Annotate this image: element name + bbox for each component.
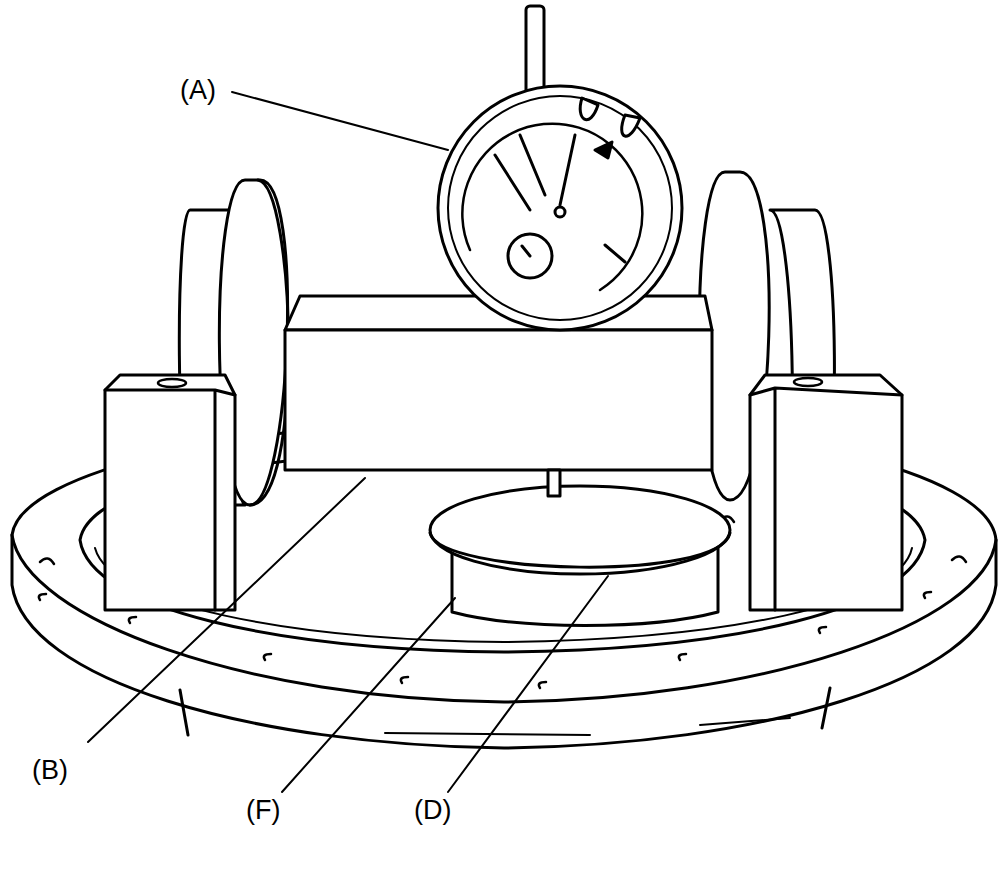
indicator-stem (526, 6, 544, 94)
direction-arrow (595, 142, 612, 158)
bolt-hole (158, 379, 186, 387)
contact-disc-edge (430, 533, 730, 567)
dial-hub (555, 207, 565, 217)
gauge-block (285, 330, 712, 470)
tolerance-marker (580, 98, 640, 136)
dial-scale (462, 124, 642, 290)
skirt-line (385, 718, 790, 735)
sub-dial (508, 234, 552, 278)
leader-line (88, 92, 608, 792)
dial-bezel (448, 96, 672, 320)
bolt-hole (794, 378, 822, 386)
callout-label: (F) (244, 796, 282, 825)
sub-dial-needle (522, 246, 530, 256)
callout-label: (B) (30, 756, 70, 785)
pillar (750, 375, 902, 610)
dial-indicator (438, 86, 682, 330)
plunger (548, 470, 560, 496)
pillar-edge (750, 388, 902, 610)
skirt-line (180, 688, 830, 735)
callout-label: (A) (178, 76, 218, 105)
disc-edge (250, 180, 289, 505)
pillar-edge (105, 390, 235, 610)
callout-label: (D) (412, 796, 453, 825)
contact-disc (430, 486, 730, 574)
pillar (105, 375, 235, 610)
